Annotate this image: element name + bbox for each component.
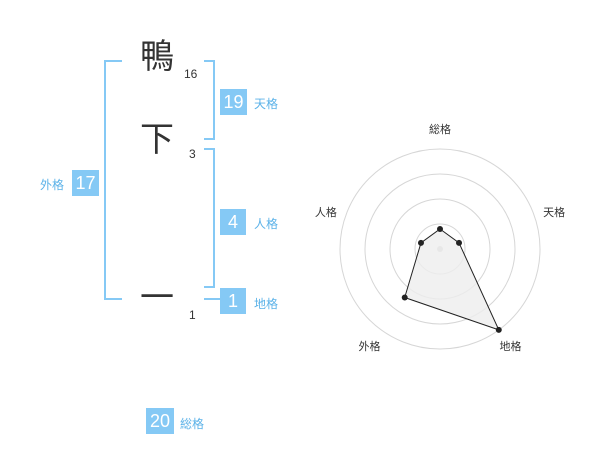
jinkaku-label: 人格 (254, 217, 279, 231)
jinkaku-bracket-bottom (204, 286, 215, 288)
soukaku-value: 20 (146, 408, 174, 434)
gaikaku-label: 外格 (40, 178, 65, 192)
tenkaku-label: 天格 (254, 97, 279, 111)
gaikaku-bracket-vertical (104, 60, 106, 300)
radar-axis-label-4: 人格 (315, 205, 337, 219)
name-char-2: 下 (140, 120, 174, 160)
radar-point-1 (456, 239, 463, 246)
jinkaku-bracket-top (204, 148, 215, 150)
radar-axis-label-1: 天格 (543, 205, 565, 219)
stroke-count-1: 16 (184, 67, 198, 81)
radar-axis-label-2: 地格 (500, 339, 522, 353)
jinkaku-value: 4 (220, 209, 246, 235)
tenkaku-value: 19 (220, 89, 247, 115)
radar-point-4 (417, 239, 424, 246)
radar-ring-3 (364, 173, 516, 325)
gaikaku-bracket-top (104, 60, 122, 62)
radar-point-3 (401, 294, 408, 301)
name-char-3: 一 (140, 278, 174, 318)
tenkaku-bracket-vertical (213, 60, 215, 140)
stroke-count-3: 1 (189, 308, 196, 322)
gaikaku-bracket-bottom (104, 298, 122, 300)
name-char-1: 鴨 (140, 37, 174, 77)
radar-point-0 (437, 226, 443, 232)
tenkaku-bracket-bottom (204, 138, 215, 140)
tenkaku-bracket-top (204, 60, 215, 62)
soukaku-label: 総格 (180, 417, 205, 431)
radar-point-2 (495, 326, 502, 333)
jinkaku-bracket-vertical (213, 148, 215, 288)
radar-ring-4 (339, 148, 541, 350)
stroke-count-2: 3 (189, 147, 196, 161)
radar-axis-label-0: 総格 (429, 122, 451, 136)
gaikaku-value: 17 (72, 170, 99, 196)
chikaku-connector (204, 298, 220, 300)
chikaku-label: 地格 (254, 297, 279, 311)
radar-axis-label-3: 外格 (359, 339, 381, 353)
chikaku-value: 1 (220, 288, 246, 314)
radar-polygon (404, 228, 500, 331)
